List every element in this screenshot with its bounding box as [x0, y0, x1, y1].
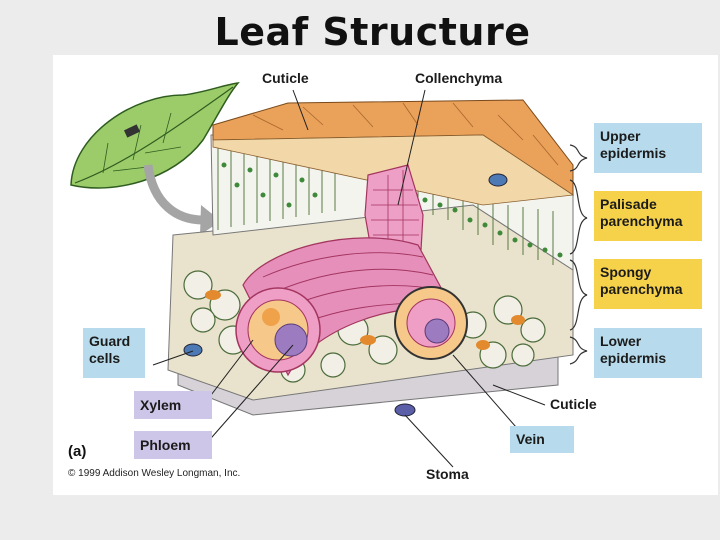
copyright-notice: © 1999 Addison Wesley Longman, Inc. — [68, 468, 241, 479]
label-cuticle-top: Cuticle — [262, 70, 309, 86]
arrow-icon — [143, 164, 204, 225]
panel-tag: (a) — [68, 443, 87, 460]
label-guard-cells: Guard cells — [83, 328, 145, 378]
leaf-diagram: Cuticle Collenchyma Upper epidermis Pali… — [53, 55, 718, 495]
label-xylem: Xylem — [134, 391, 212, 419]
label-collenchyma: Collenchyma — [415, 70, 503, 86]
label-lower-epidermis: Lower epidermis — [594, 328, 702, 378]
label-phloem: Phloem — [134, 431, 212, 459]
page-title: Leaf Structure — [214, 10, 531, 54]
label-cuticle-bottom: Cuticle — [550, 396, 597, 412]
label-spongy-parenchyma: Spongy parenchyma — [594, 259, 702, 309]
label-palisade-parenchyma: Palisade parenchyma — [594, 191, 702, 241]
label-upper-epidermis: Upper epidermis — [594, 123, 702, 173]
leaf-cross-section-illustration — [70, 82, 588, 468]
label-vein: Vein — [510, 426, 574, 453]
label-stoma: Stoma — [426, 466, 469, 482]
